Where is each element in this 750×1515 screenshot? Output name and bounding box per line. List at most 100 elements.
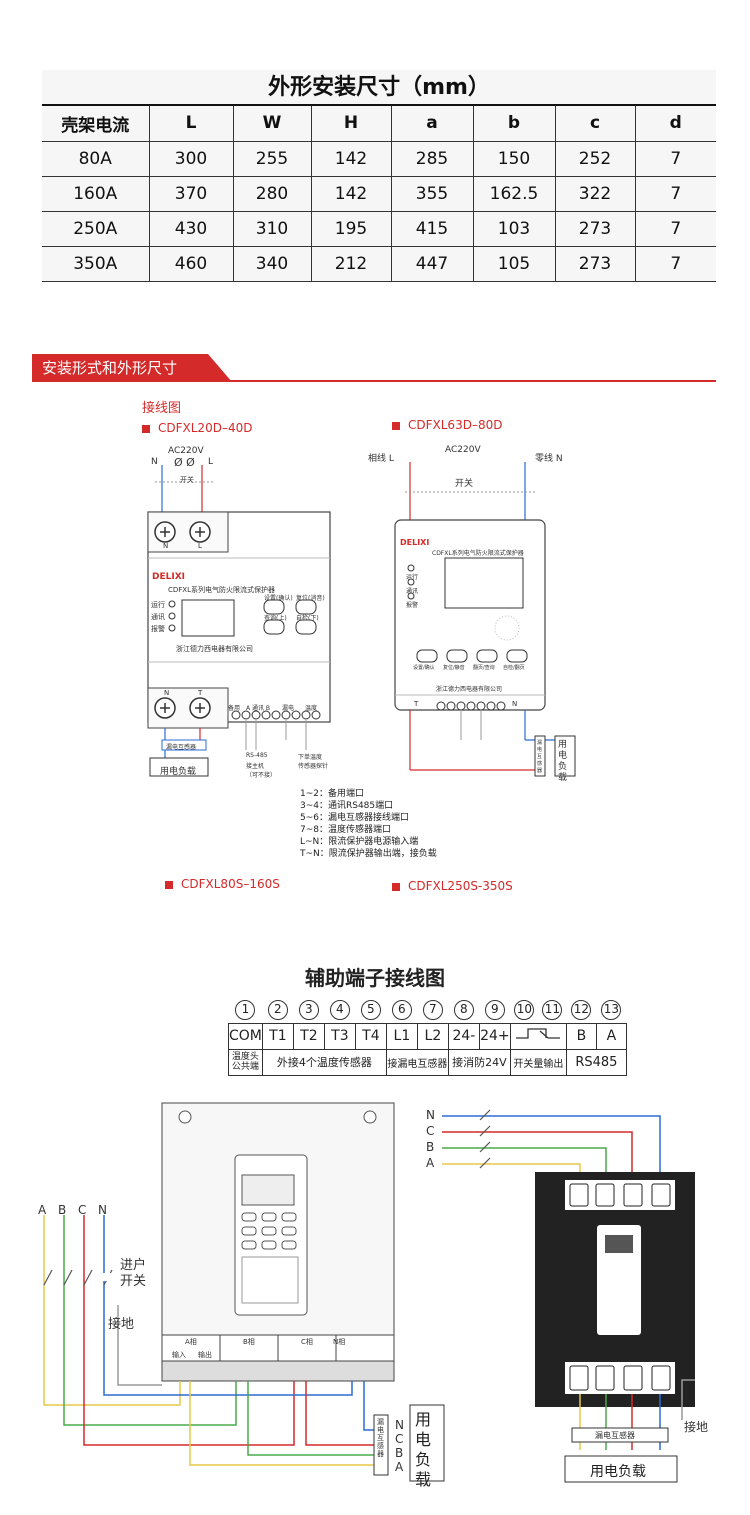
terminal-number: 12: [566, 997, 596, 1023]
terminal-legend: 1~2：备用端口 3~4：通讯RS485端口 5~6：漏电互感器接线端口 7~8…: [300, 788, 437, 860]
wiring-label: 接线图: [142, 401, 182, 416]
ct-phase-a: A: [395, 1460, 404, 1474]
table-cell: 105: [473, 246, 556, 282]
table-cell: 103: [473, 211, 556, 247]
table-cell: 447: [391, 246, 474, 282]
terminal-label: 24-: [447, 1022, 480, 1050]
phase-b: B: [58, 1203, 67, 1217]
table-cell: 142: [311, 176, 392, 212]
table-row: 350A 460 340 212 447 105 273 7: [42, 246, 716, 282]
header-cell: b: [473, 106, 556, 142]
header-cell: a: [391, 106, 474, 142]
table-cell: 300: [149, 141, 234, 177]
aux-terminal-title: 辅助端子接线图: [305, 966, 445, 990]
terminal-n-bottom: N: [164, 689, 170, 697]
table-cell: 250A: [42, 211, 150, 247]
terminal-number: 3: [293, 997, 324, 1023]
dimension-table: 外形安装尺寸（mm） 壳架电流 L W H a b c d 80A 300 25…: [42, 70, 716, 282]
terminal-desc-row: 温度头公共端 外接4个温度传感器 接漏电互感器 接消防24V 开关量输出 RS4…: [228, 1048, 627, 1076]
dimension-grid: 壳架电流 L W H a b c d 80A 300 255 142 285 1…: [42, 106, 716, 282]
button-label-2: 复位(消音): [296, 595, 325, 602]
terminal-group-a: A相: [185, 1338, 197, 1346]
table-header-row: 壳架电流 L W H a b c d: [42, 106, 716, 142]
ac-voltage-label: AC220V: [445, 445, 481, 455]
table-cell: 273: [555, 246, 636, 282]
incoming-switch-label: 进户 开关: [120, 1258, 147, 1289]
terminal-number: 5: [355, 997, 386, 1023]
terminal-l-top: L: [198, 542, 202, 550]
terminal-desc: RS485: [565, 1048, 627, 1076]
button-label-3: 查询(上): [264, 615, 287, 622]
terminal-label: T2: [292, 1022, 325, 1050]
io-output: 输出: [198, 1351, 212, 1359]
switch-label: 开关: [180, 476, 194, 484]
table-cell: 212: [311, 246, 392, 282]
device-name: CDFXL系列电气防火限流式保护器: [432, 550, 524, 557]
device-name: CDFXL系列电气防火限流式保护器: [168, 586, 275, 594]
terminal-label: COM: [228, 1022, 263, 1050]
table-cell: 195: [311, 211, 392, 247]
ct-label: 漏电互感器: [537, 740, 543, 774]
table-cell: 350A: [42, 246, 150, 282]
terminal-group-b: B相: [243, 1338, 255, 1346]
model-label-1: CDFXL20D–40D: [142, 421, 252, 435]
ct-phase-b: B: [395, 1446, 404, 1460]
table-cell: 285: [391, 141, 474, 177]
phase-b: B: [426, 1140, 435, 1154]
header-cell: 壳架电流: [42, 106, 150, 142]
status-comm: 通讯: [151, 613, 165, 621]
terminal-n-top: N: [163, 542, 169, 550]
load-label: 用电负载: [415, 1410, 432, 1489]
phase-a: A: [38, 1203, 47, 1217]
terminal-group-leak: 漏电: [282, 705, 295, 712]
terminal-number-row: 1 2 3 4 5 6 7 8 9 10 11 12 13: [229, 997, 627, 1023]
terminal-label: T3: [323, 1022, 356, 1050]
legend-item: L~N：限流保护器电源输入端: [300, 837, 419, 847]
terminal-number: 11: [538, 997, 566, 1023]
phase-c: C: [78, 1203, 87, 1217]
legend-item: 7~8：温度传感器端口: [300, 825, 391, 835]
status-alarm: 报警: [151, 625, 165, 633]
terminal-label: L1: [385, 1022, 418, 1050]
button-label-1: 设置/确认: [413, 665, 435, 671]
bullet-square-icon: [142, 424, 150, 433]
table-cell: 7: [635, 246, 716, 282]
table-cell: 310: [233, 211, 312, 247]
legend-item: 1~2：备用端口: [300, 789, 364, 799]
table-cell: 340: [233, 246, 312, 282]
ground-label: 接地: [108, 1317, 135, 1332]
rs485-label: RS-485: [246, 752, 268, 759]
phase-a: A: [426, 1156, 435, 1170]
load-label: 用电负载: [160, 767, 197, 777]
bullet-square-icon: [165, 880, 173, 889]
terminal-number: 2: [262, 997, 293, 1023]
terminal-number: 13: [596, 997, 626, 1023]
model-label-3: CDFXL80S–160S: [165, 877, 280, 891]
table-cell: 142: [311, 141, 392, 177]
terminal-label: 24+: [478, 1022, 511, 1050]
model-label-4: CDFXL250S-350S: [392, 879, 513, 893]
terminal-number: 7: [417, 997, 448, 1023]
wiring-diagram-right: [394, 462, 576, 777]
phase-c: C: [426, 1124, 435, 1138]
company-name: 浙江德力西电器有限公司: [436, 686, 503, 693]
company-name: 浙江德力西电器有限公司: [176, 645, 253, 653]
terminal-desc: 开关量输出: [509, 1048, 567, 1076]
terminal-label: L2: [416, 1022, 449, 1050]
legend-item: 3~4：通讯RS485端口: [300, 801, 394, 811]
table-cell: 7: [635, 211, 716, 247]
load-label: 用电负载: [558, 740, 568, 783]
wiring-diagram-left: [147, 465, 331, 777]
bullet-square-icon: [392, 421, 400, 430]
wiring-diagram-3phase-right: [442, 1109, 695, 1483]
rs485-note: 接主机 （可不接）: [246, 763, 277, 779]
table-cell: 322: [555, 176, 636, 212]
table-cell: 430: [149, 211, 234, 247]
table-cell: 460: [149, 246, 234, 282]
phase-n: N: [426, 1108, 435, 1122]
terminal-t: T: [414, 700, 419, 708]
table-cell: 160A: [42, 176, 150, 212]
terminal-number: 10: [510, 997, 538, 1023]
table-cell: 7: [635, 176, 716, 212]
terminal-desc: 接消防24V: [447, 1048, 511, 1076]
